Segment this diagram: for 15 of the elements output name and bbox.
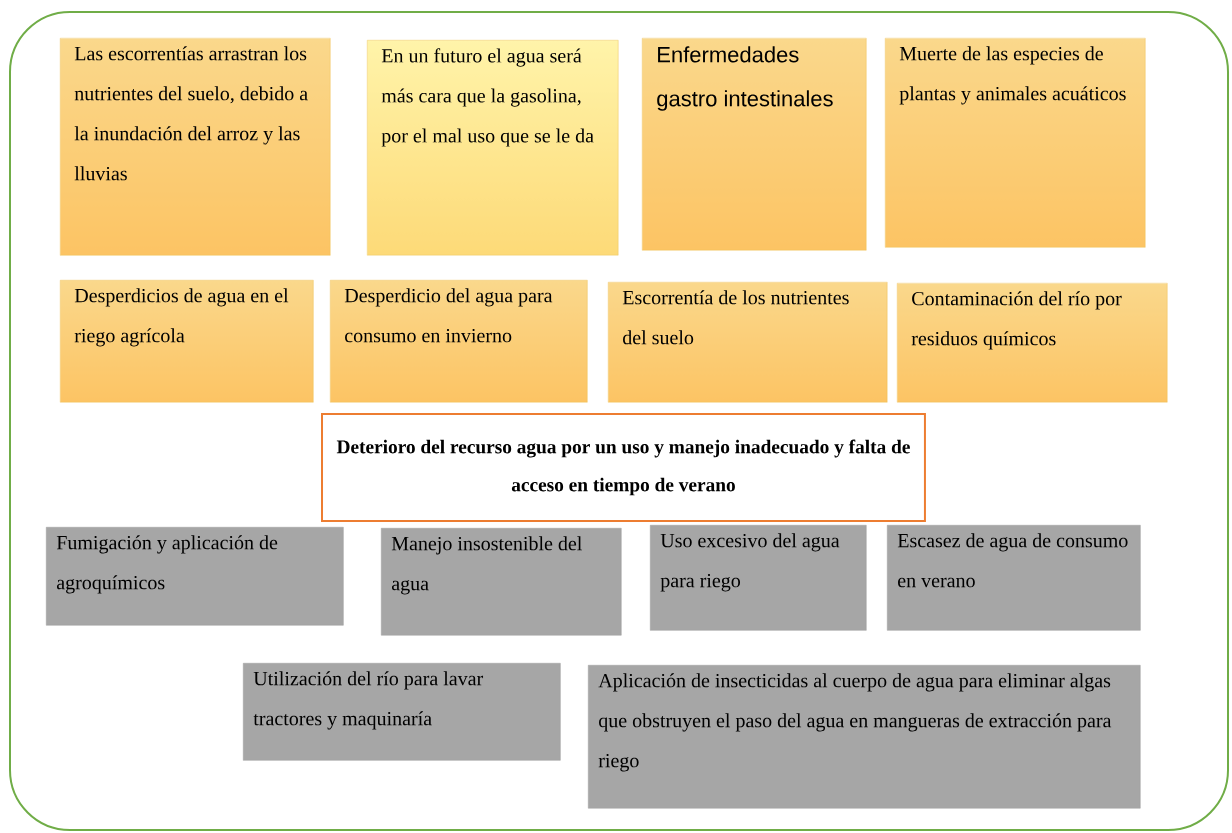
problem-box: Deterioro del recurso agua por un uso y manejo inadecuado y falta de acceso en tiempo de verano [321, 413, 926, 522]
effect-box: En un futuro el agua será más cara que la gasolina, por el mal uso que se le da [367, 40, 619, 256]
effect-box: Muerte de las especies de plantas y animales acuáticos [885, 38, 1146, 248]
effect-box: Contaminación del río por residuos químicos [897, 283, 1168, 403]
cause-box: Utilización del río para lavar tractores y maquinaría [243, 663, 561, 761]
effect-box: Desperdicio del agua para consumo en invierno [330, 280, 588, 403]
effect-box: Las escorrentías arrastran los nutrientes del suelo, debido a la inundación del arroz y las lluvias [60, 38, 331, 256]
effect-box: Escorrentía de los nutrientes del suelo [608, 282, 888, 403]
cause-box: Fumigación y aplicación de agroquímicos [46, 527, 344, 626]
cause-box: Aplicación de insecticidas al cuerpo de agua para eliminar algas que obstruyen el paso del agua en mangueras de extracción para riego [588, 665, 1141, 809]
cause-box: Manejo insostenible del agua [381, 528, 622, 636]
effect-box: Desperdicios de agua en el riego agrícola [60, 280, 314, 403]
cause-box: Escasez de agua de consumo en verano [887, 525, 1141, 631]
cause-box: Uso excesivo del agua para riego [650, 525, 867, 631]
effect-box: Enfermedades gastro intestinales [642, 38, 867, 251]
